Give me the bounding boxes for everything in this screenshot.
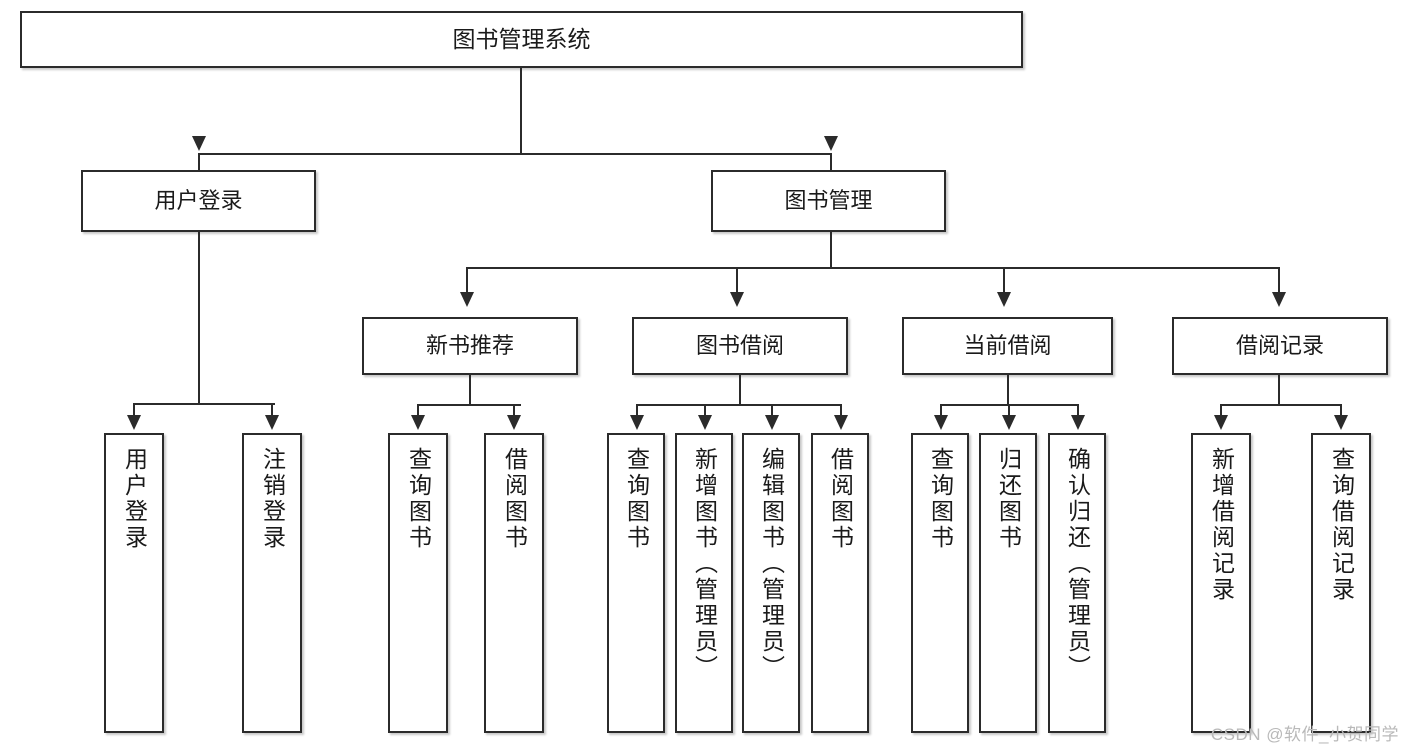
arrow-icon-user-login-leaf-1 xyxy=(127,415,141,430)
node-user-login[interactable]: 用户登录 xyxy=(81,170,316,232)
node-current-borrow[interactable]: 当前借阅 xyxy=(902,317,1113,375)
connector-root-stem xyxy=(520,68,522,154)
node-label: 图书管理 xyxy=(784,188,873,214)
node-label: 新书推荐 xyxy=(425,333,514,359)
connector-lvl3-drop-1 xyxy=(466,267,468,294)
connector-record-bus xyxy=(1220,404,1340,406)
connector-borrow-bus xyxy=(636,404,840,406)
arrow-icon-to-new-book xyxy=(460,292,474,307)
leaf-borrow-1[interactable]: 查询图书 xyxy=(607,433,665,733)
node-label: 确认归还（管理员） xyxy=(1064,447,1091,681)
node-label: 新增图书（管理员） xyxy=(691,447,718,681)
node-label: 当前借阅 xyxy=(963,333,1052,359)
connector-root-drop-2 xyxy=(830,153,832,181)
leaf-user-login-1[interactable]: 用户登录 xyxy=(104,433,164,733)
node-label: 归还图书 xyxy=(995,447,1022,551)
leaf-new-book-1[interactable]: 查询图书 xyxy=(388,433,448,733)
connector-lvl3-drop-3 xyxy=(1003,267,1005,294)
node-root-system[interactable]: 图书管理系统 xyxy=(20,11,1023,68)
connector-record-stem xyxy=(1278,375,1280,405)
node-label: 查询图书 xyxy=(927,447,954,551)
connector-root-bus xyxy=(198,153,832,155)
arrow-icon-borrow-leaf-1 xyxy=(630,415,644,430)
node-borrow-record[interactable]: 借阅记录 xyxy=(1172,317,1388,375)
arrow-icon-user-login-leaf-2 xyxy=(265,415,279,430)
arrow-icon-to-current xyxy=(997,292,1011,307)
node-label: 编辑图书（管理员） xyxy=(758,447,785,681)
connector-root-drop-1 xyxy=(198,153,200,181)
connector-current-drop-3 xyxy=(1077,404,1079,417)
arrow-icon-current-leaf-3 xyxy=(1071,415,1085,430)
connector-new-book-drop-1 xyxy=(417,404,419,417)
node-label: 查询借阅记录 xyxy=(1328,447,1355,603)
connector-user-login-drop-1 xyxy=(133,403,135,417)
arrow-icon-current-leaf-1 xyxy=(934,415,948,430)
arrow-icon-borrow-leaf-4 xyxy=(834,415,848,430)
node-label: 借阅图书 xyxy=(501,447,528,551)
connector-user-login-bus xyxy=(133,403,275,405)
connector-borrow-drop-4 xyxy=(840,404,842,417)
connector-borrow-drop-3 xyxy=(771,404,773,417)
arrow-icon-to-record xyxy=(1272,292,1286,307)
arrow-icon-new-book-leaf-2 xyxy=(507,415,521,430)
node-label: 新增借阅记录 xyxy=(1208,447,1235,603)
connector-user-login-stem xyxy=(198,232,200,404)
arrow-icon-to-book-manage xyxy=(824,136,838,151)
node-label: 用户登录 xyxy=(154,188,243,214)
arrow-icon-borrow-leaf-3 xyxy=(765,415,779,430)
node-label: 借阅图书 xyxy=(827,447,854,551)
connector-record-drop-1 xyxy=(1220,404,1222,417)
connector-book-manage-bus xyxy=(466,267,1280,269)
leaf-record-2[interactable]: 查询借阅记录 xyxy=(1311,433,1371,733)
connector-new-book-bus xyxy=(417,404,521,406)
node-new-book-recommend[interactable]: 新书推荐 xyxy=(362,317,578,375)
node-label: 图书管理系统 xyxy=(452,26,591,53)
connector-book-manage-stem xyxy=(830,232,832,268)
node-label: 用户登录 xyxy=(121,447,148,551)
arrow-icon-record-leaf-1 xyxy=(1214,415,1228,430)
arrow-icon-borrow-leaf-2 xyxy=(698,415,712,430)
node-book-borrow[interactable]: 图书借阅 xyxy=(632,317,848,375)
leaf-borrow-4[interactable]: 借阅图书 xyxy=(811,433,869,733)
leaf-current-1[interactable]: 查询图书 xyxy=(911,433,969,733)
leaf-new-book-2[interactable]: 借阅图书 xyxy=(484,433,544,733)
node-label: 借阅记录 xyxy=(1235,333,1324,359)
connector-current-stem xyxy=(1007,375,1009,405)
leaf-user-login-2[interactable]: 注销登录 xyxy=(242,433,302,733)
arrow-icon-to-borrow xyxy=(730,292,744,307)
arrow-icon-current-leaf-2 xyxy=(1002,415,1016,430)
arrow-icon-new-book-leaf-1 xyxy=(411,415,425,430)
connector-borrow-stem xyxy=(739,375,741,405)
connector-new-book-drop-2 xyxy=(513,404,515,417)
leaf-current-2[interactable]: 归还图书 xyxy=(979,433,1037,733)
node-book-manage[interactable]: 图书管理 xyxy=(711,170,946,232)
leaf-borrow-2[interactable]: 新增图书（管理员） xyxy=(675,433,733,733)
connector-borrow-drop-2 xyxy=(704,404,706,417)
node-label: 注销登录 xyxy=(259,447,286,551)
connector-current-drop-1 xyxy=(940,404,942,417)
leaf-record-1[interactable]: 新增借阅记录 xyxy=(1191,433,1251,733)
arrow-icon-to-user-login xyxy=(192,136,206,151)
connector-new-book-stem xyxy=(469,375,471,405)
connector-record-drop-2 xyxy=(1340,404,1342,417)
node-label: 查询图书 xyxy=(405,447,432,551)
connector-lvl3-drop-2 xyxy=(736,267,738,294)
node-label: 图书借阅 xyxy=(695,333,784,359)
node-label: 查询图书 xyxy=(623,447,650,551)
leaf-current-3[interactable]: 确认归还（管理员） xyxy=(1048,433,1106,733)
connector-lvl3-drop-4 xyxy=(1278,267,1280,294)
connector-borrow-drop-1 xyxy=(636,404,638,417)
leaf-borrow-3[interactable]: 编辑图书（管理员） xyxy=(742,433,800,733)
connector-user-login-drop-2 xyxy=(271,403,273,417)
arrow-icon-record-leaf-2 xyxy=(1334,415,1348,430)
watermark-text: CSDN @软件_小贺同学 xyxy=(1210,725,1399,744)
connector-current-drop-2 xyxy=(1008,404,1010,417)
